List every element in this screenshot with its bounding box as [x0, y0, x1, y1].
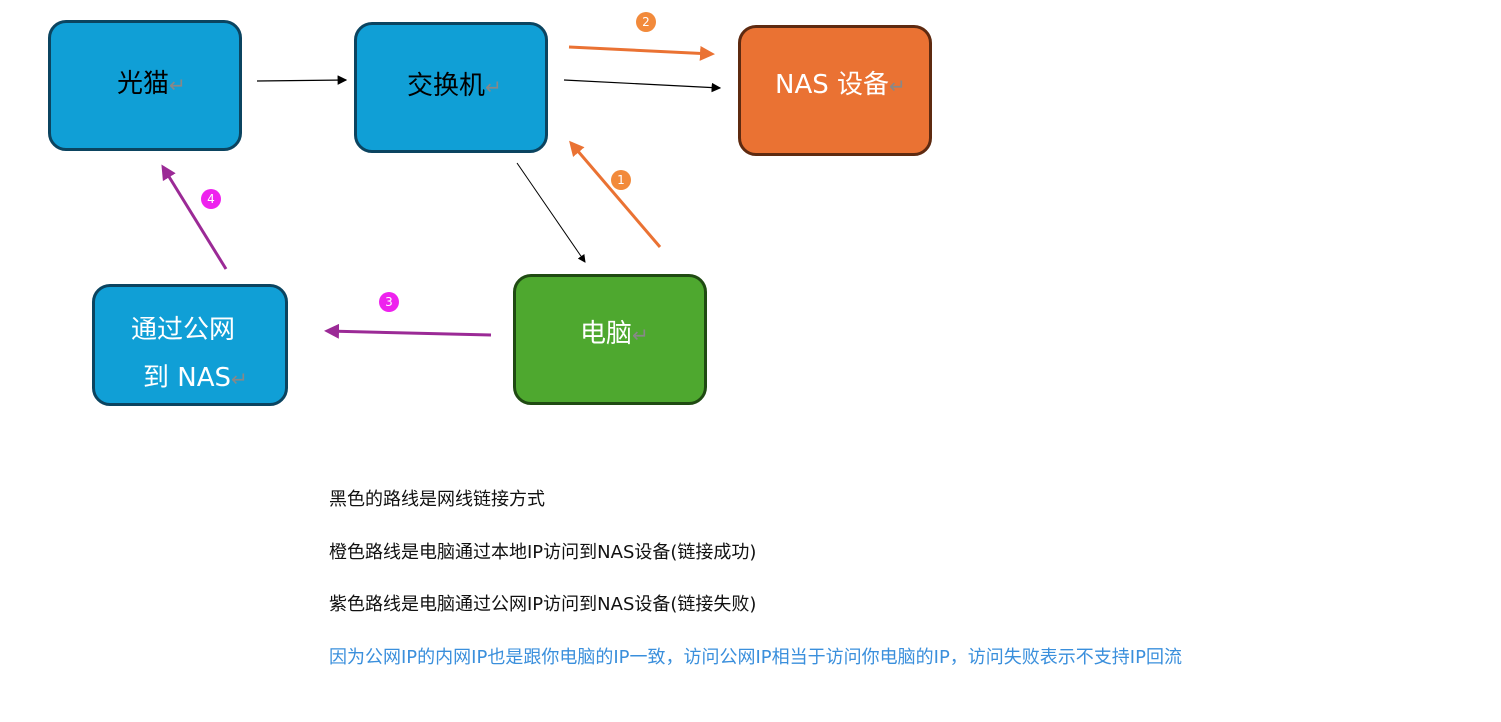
return-mark: ↵ [169, 73, 186, 97]
node-public-network: 通过公网 到 NAS↵ [92, 284, 288, 406]
arrow-purple-public-to-modem [161, 164, 228, 270]
node-public-label-2: 到 NAS [143, 363, 232, 393]
node-switch: 交换机↵ [354, 22, 548, 153]
step-badge-3: 3 [379, 292, 399, 312]
note-orange-route: 橙色路线是电脑通过本地IP访问到NAS设备(链接成功) [329, 542, 757, 563]
node-modem: 光猫↵ [48, 20, 242, 151]
arrow-switch-to-nas [563, 79, 722, 93]
return-mark: ↵ [632, 323, 649, 347]
arrow-purple-pc-to-public [324, 323, 492, 339]
return-mark: ↵ [231, 367, 248, 391]
note-black-route: 黑色的路线是网线链接方式 [329, 489, 545, 510]
arrow-orange-switch-to-nas [568, 45, 715, 61]
return-mark: ↵ [485, 75, 502, 99]
arrow-modem-to-switch [256, 75, 348, 85]
node-switch-label: 交换机 [407, 71, 486, 101]
node-modem-label: 光猫 [117, 69, 170, 99]
step-badge-1: 1 [611, 170, 631, 190]
node-pc: 电脑↵ [513, 274, 707, 405]
node-pc-label: 电脑 [580, 319, 633, 349]
step-badge-4: 4 [201, 189, 221, 209]
return-mark: ↵ [889, 74, 906, 98]
step-badge-2: 2 [636, 12, 656, 32]
node-nas: NAS 设备↵ [738, 25, 932, 156]
arrow-switch-to-pc [516, 162, 586, 263]
arrow-orange-pc-to-switch [569, 140, 662, 248]
note-explanation: 因为公网IP的内网IP也是跟你电脑的IP一致，访问公网IP相当于访问你电脑的IP… [329, 647, 1182, 668]
node-nas-label: NAS 设备 [775, 70, 890, 100]
note-purple-route: 紫色路线是电脑通过公网IP访问到NAS设备(链接失败) [329, 594, 757, 615]
node-public-label-1: 通过公网 [131, 315, 236, 345]
